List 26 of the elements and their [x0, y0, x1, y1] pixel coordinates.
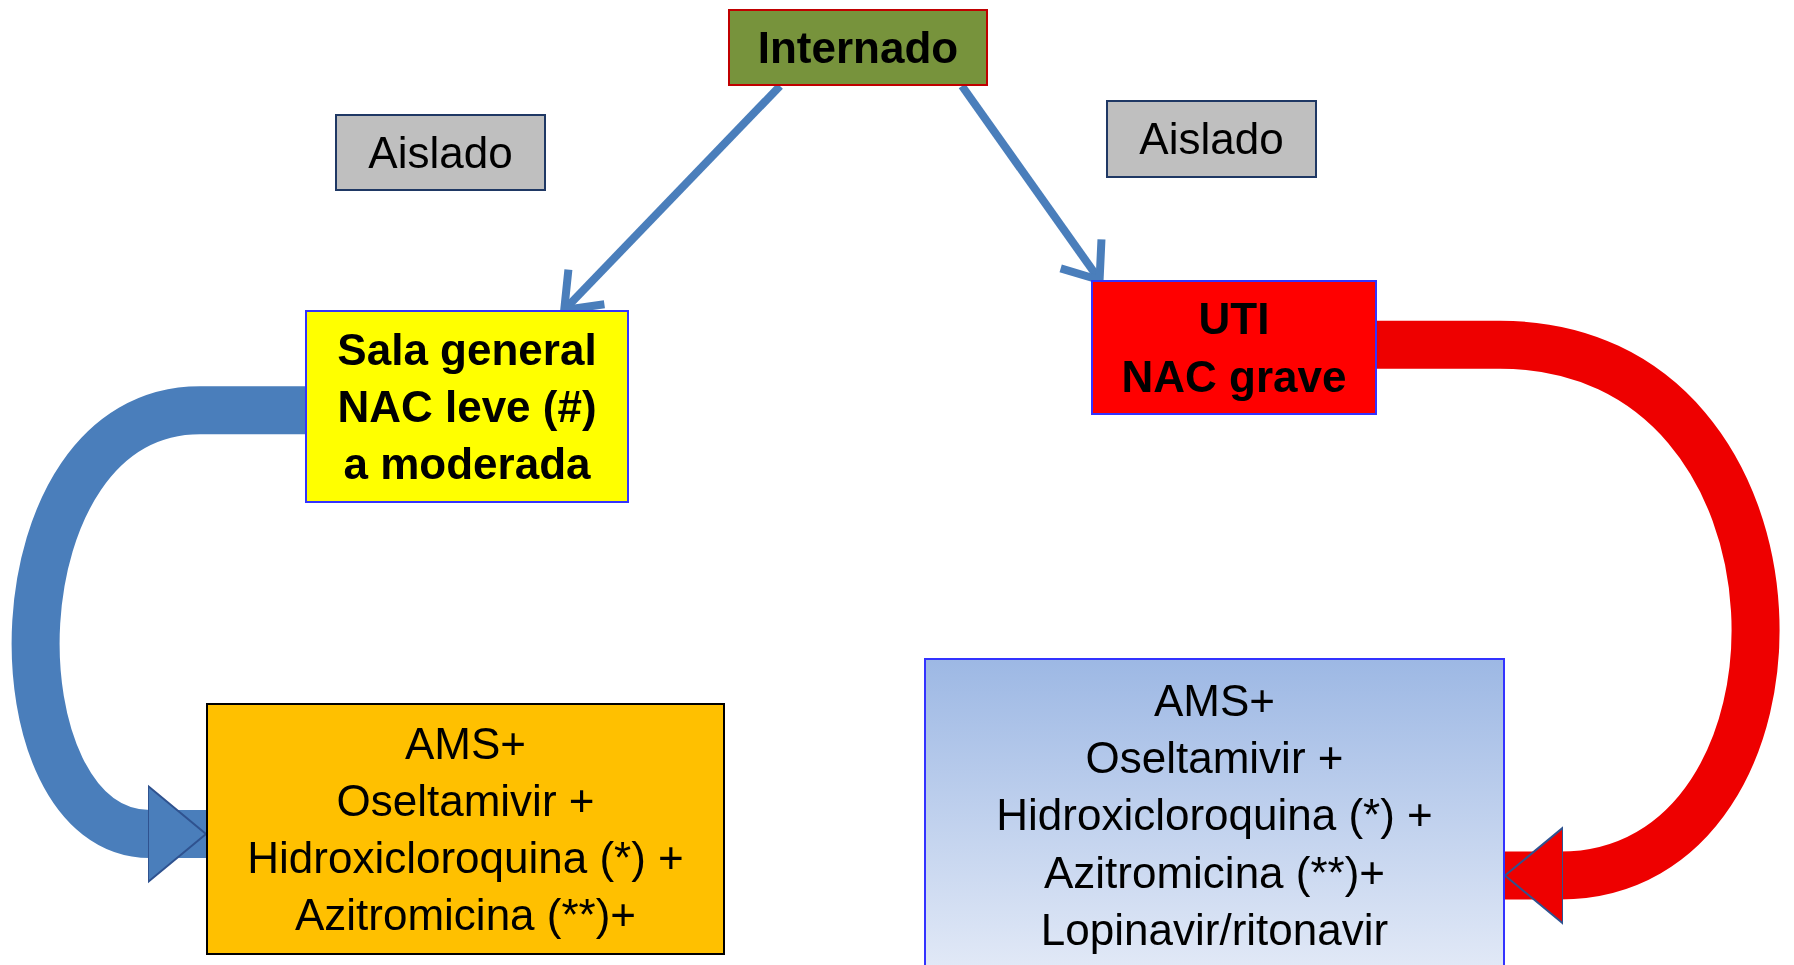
box-text: NAC leve (#) [337, 380, 597, 433]
ward-box [305, 310, 629, 503]
box-text: AMS+ [1153, 675, 1275, 727]
box-text: Lopinavir/ritonavir [1040, 903, 1389, 956]
box-text: Azitromicina (**)+ [294, 889, 637, 942]
box-text: Oseltamivir + [336, 774, 595, 827]
box-text: Aislado [368, 126, 513, 179]
treatment-box [206, 703, 725, 955]
note-box [335, 114, 546, 191]
icu-box [1091, 280, 1377, 415]
box-text: Hidroxicloroquina (*) + [247, 832, 684, 884]
treatment-box [924, 658, 1505, 965]
note-box [1106, 100, 1317, 178]
box-text: NAC grave [1121, 350, 1347, 403]
status-box [728, 9, 988, 86]
box-text: Azitromicina (**)+ [1043, 846, 1386, 899]
box-text: Hidroxicloroquina (*) + [996, 789, 1433, 842]
box-text: Internado [757, 21, 959, 74]
box-text: Sala general [337, 323, 597, 376]
curved-arrow [12, 386, 305, 884]
box-text: UTI [1198, 293, 1270, 346]
box-text: AMS+ [404, 717, 526, 770]
box-text: a moderada [343, 438, 591, 491]
box-text: Aislado [1139, 113, 1284, 166]
curved-arrow [1377, 320, 1779, 925]
box-text: Oseltamivir + [1085, 732, 1344, 785]
